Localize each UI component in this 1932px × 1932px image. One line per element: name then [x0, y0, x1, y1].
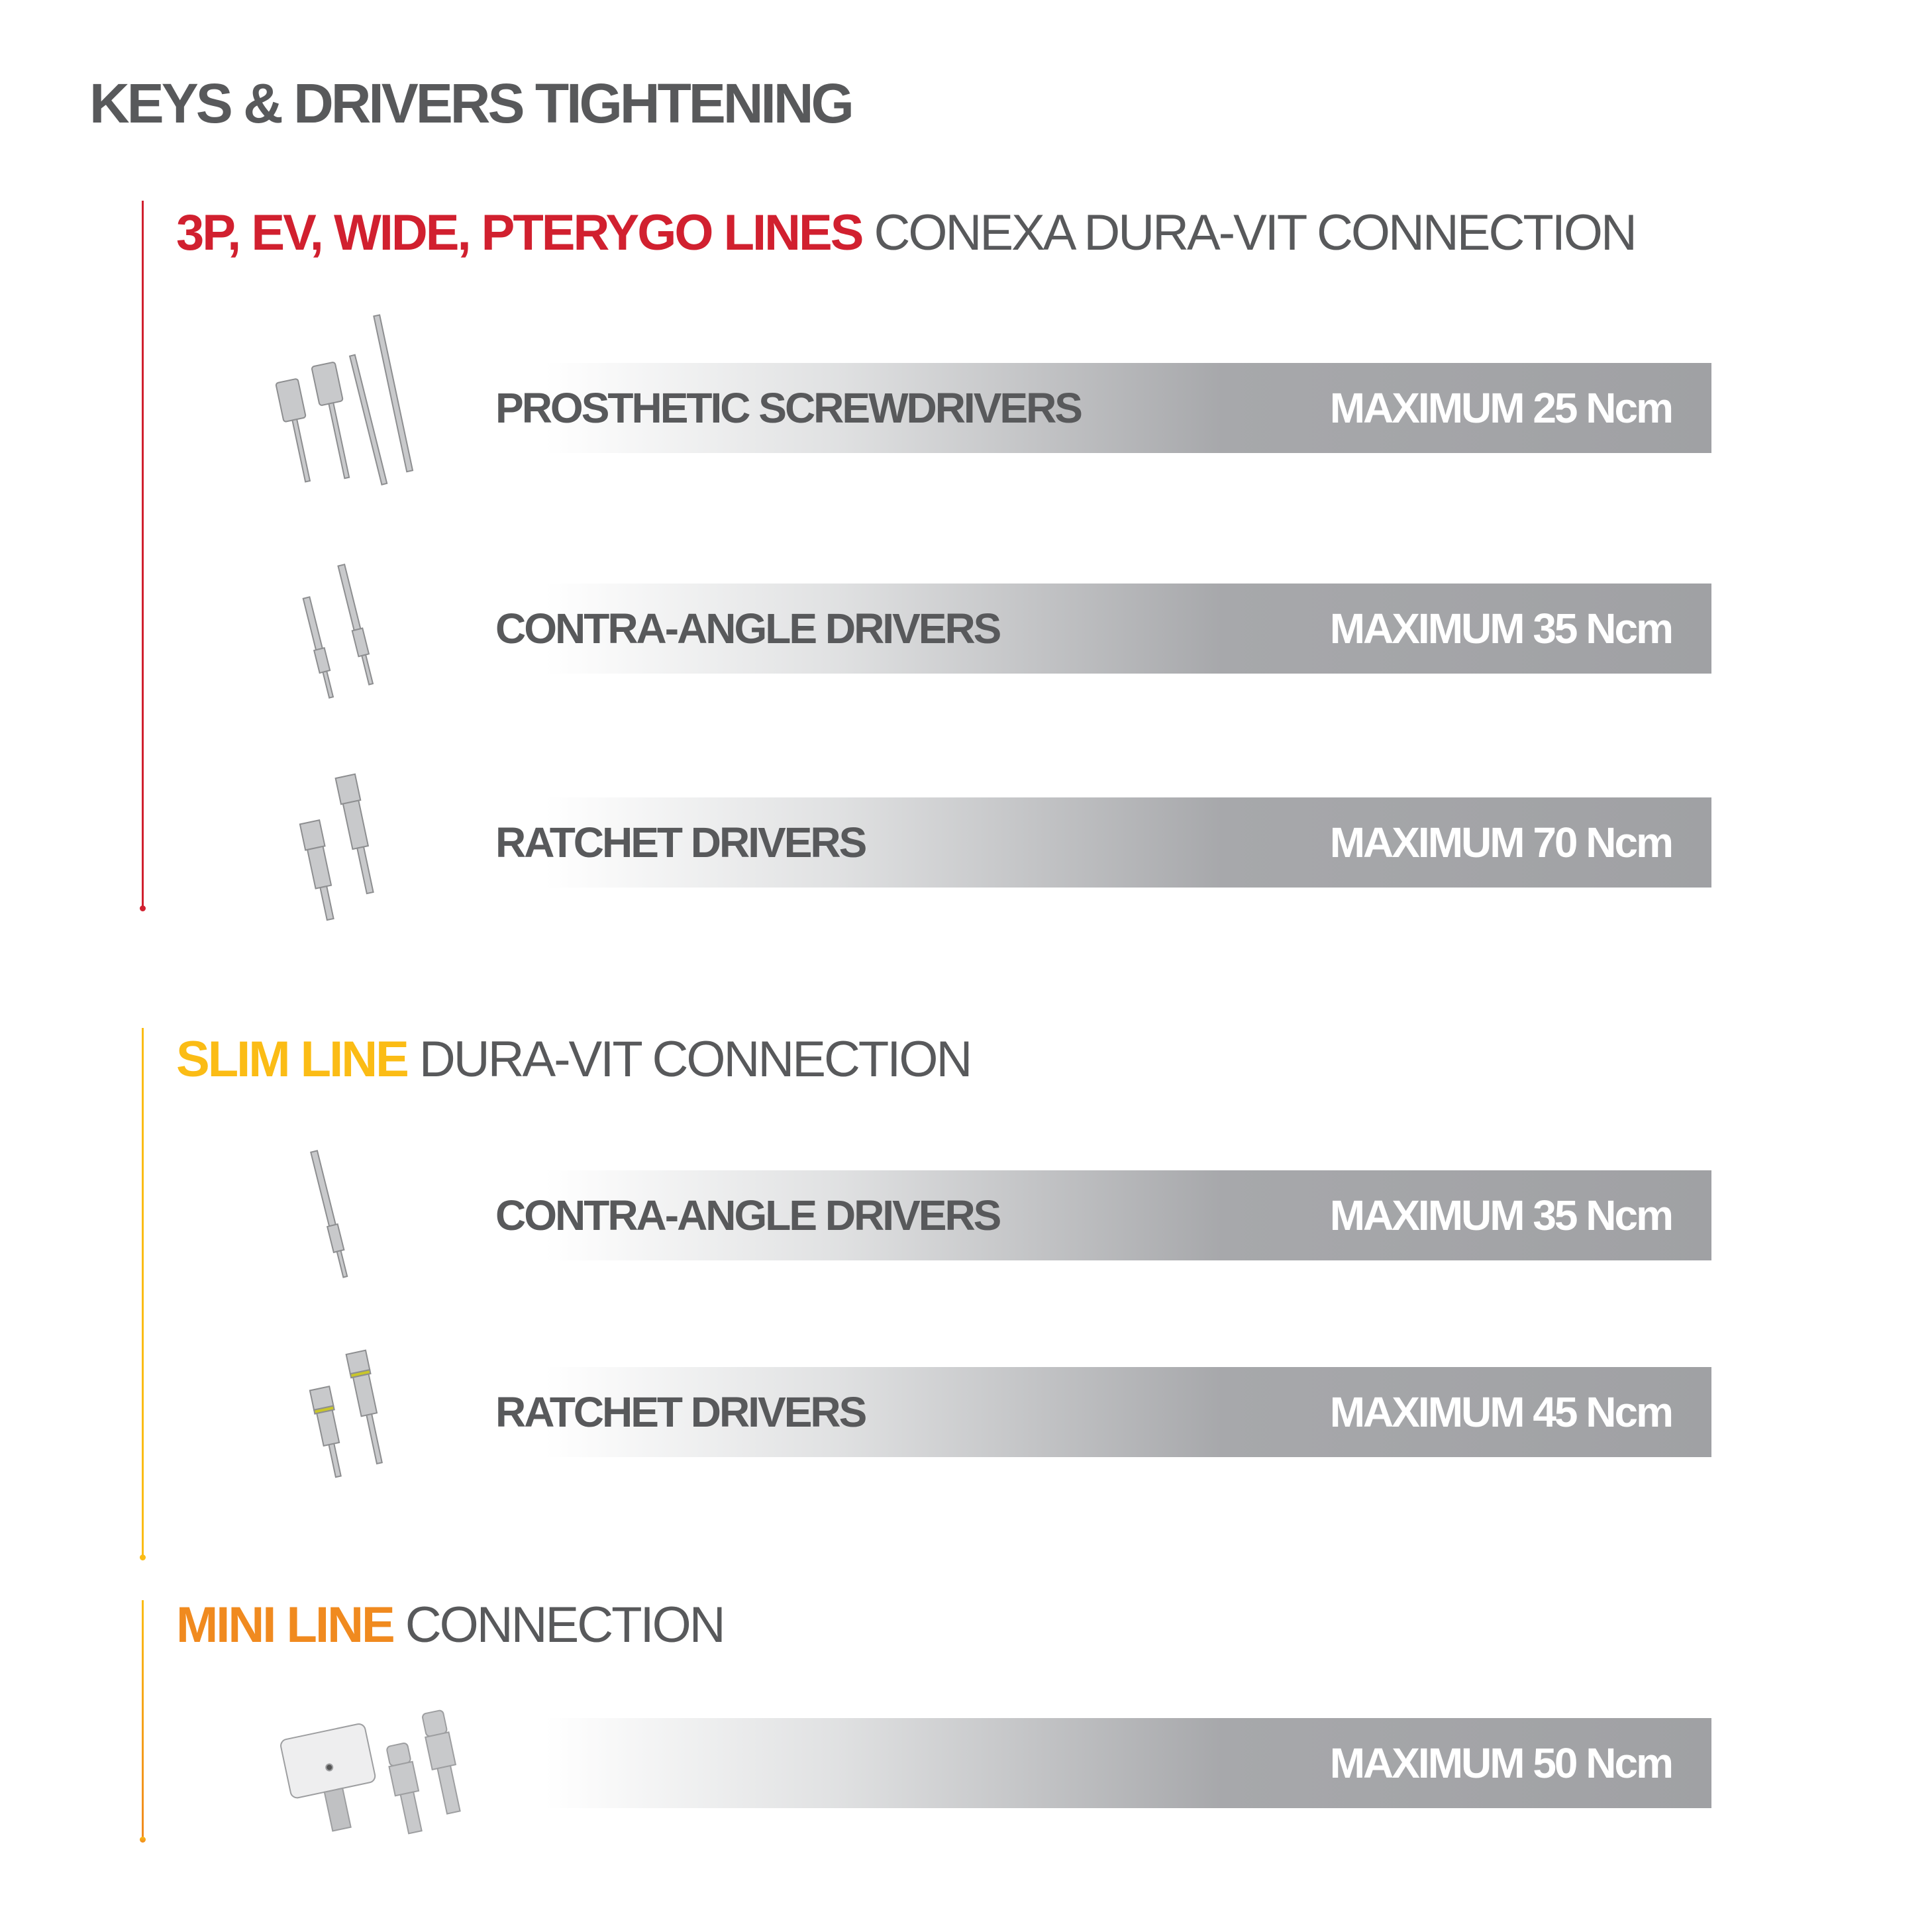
tool-label: CONTRA-ANGLE DRIVERS	[495, 1192, 1001, 1239]
contra-angle-driver-icon	[310, 1150, 348, 1278]
section-divider-line	[140, 201, 146, 911]
max-torque: MAXIMUM 25 Ncm	[1329, 384, 1674, 432]
ratchet-drivers-icon	[309, 1349, 383, 1478]
section-heading: MINI LINE CONNECTION	[176, 1596, 726, 1654]
max-torque: MAXIMUM 50 Ncm	[1329, 1739, 1674, 1787]
section-divider-line	[140, 1600, 146, 1843]
tool-label: CONTRA-ANGLE DRIVERS	[495, 605, 1001, 652]
section-heading: SLIM LINE DURA-VIT CONNECTION	[176, 1031, 973, 1088]
tool-label: PROSTHETIC SCREWDRIVERS	[495, 384, 1083, 432]
torque-row: PROSTHETIC SCREWDRIVERS MAXIMUM 25 Ncm	[495, 363, 1711, 453]
torque-row: CONTRA-ANGLE DRIVERS MAXIMUM 35 Ncm	[495, 584, 1711, 674]
section-subtitle: CONNECTION	[393, 1597, 726, 1653]
prosthetic-screwdrivers-icon	[275, 314, 414, 485]
section-highlight: 3P, EV, WIDE, PTERYGO LINES	[176, 205, 864, 261]
key-and-drivers-icon	[280, 1709, 461, 1835]
ratchet-drivers-icon	[299, 773, 374, 921]
torque-row: RATCHET DRIVERS MAXIMUM 45 Ncm	[495, 1367, 1711, 1457]
max-torque: MAXIMUM 35 Ncm	[1329, 605, 1674, 652]
tool-label: RATCHET DRIVERS	[495, 819, 867, 866]
section-divider-line	[140, 1028, 146, 1560]
page-title: KEYS & DRIVERS TIGHTENING	[89, 72, 854, 134]
section-highlight: MINI LINE	[176, 1597, 395, 1653]
max-torque: MAXIMUM 45 Ncm	[1329, 1388, 1674, 1436]
torque-row: MAXIMUM 50 Ncm	[545, 1718, 1711, 1808]
contra-angle-drivers-icon	[302, 563, 374, 699]
section-subtitle: DURA-VIT CONNECTION	[407, 1031, 973, 1088]
tool-label: RATCHET DRIVERS	[495, 1388, 867, 1436]
section-highlight: SLIM LINE	[176, 1031, 409, 1088]
max-torque: MAXIMUM 70 Ncm	[1329, 819, 1674, 866]
torque-row: RATCHET DRIVERS MAXIMUM 70 Ncm	[495, 797, 1711, 888]
section-heading: 3P, EV, WIDE, PTERYGO LINES CONEXA DURA-…	[176, 204, 1637, 262]
section-subtitle: CONEXA DURA-VIT CONNECTION	[862, 205, 1637, 261]
max-torque: MAXIMUM 35 Ncm	[1329, 1192, 1674, 1239]
torque-row: CONTRA-ANGLE DRIVERS MAXIMUM 35 Ncm	[495, 1170, 1711, 1260]
